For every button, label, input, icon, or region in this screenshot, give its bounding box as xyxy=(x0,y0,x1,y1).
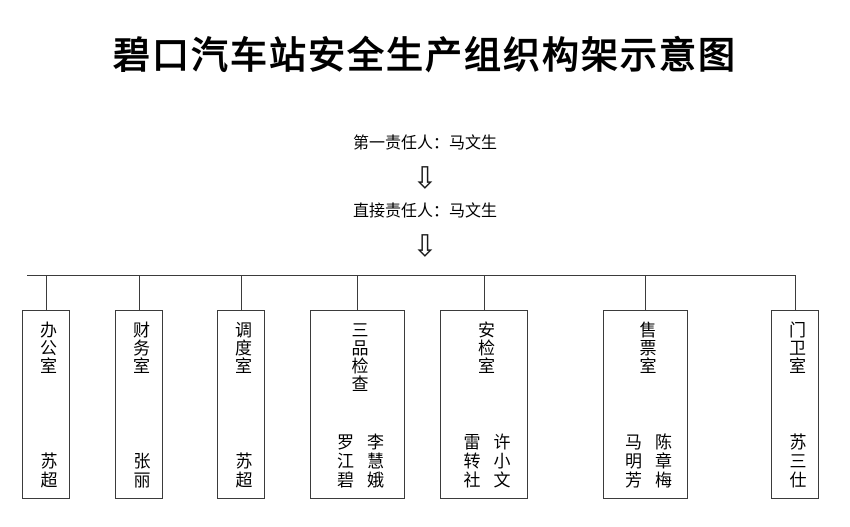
staff-name: 李慧娥 xyxy=(363,433,383,490)
department-box[interactable]: 三品检查罗江碧李慧娥 xyxy=(310,310,405,499)
department-box[interactable]: 门卫室苏三仕 xyxy=(771,310,819,499)
staff-name: 雷转社 xyxy=(459,433,480,490)
department-name-wrapper: 门卫室 xyxy=(772,321,818,375)
connector-drop-line xyxy=(795,275,796,310)
department-box[interactable]: 财务室张丽 xyxy=(115,310,163,499)
staff-name: 许小文 xyxy=(489,433,510,490)
staff-name-wrapper: 雷转社许小文 xyxy=(441,433,527,490)
department-name: 办公室 xyxy=(36,321,56,375)
staff-name-wrapper: 马明芳陈章梅 xyxy=(604,433,687,490)
department-box[interactable]: 调度室苏超 xyxy=(217,310,265,499)
connector-drop-line xyxy=(484,275,485,310)
staff-name: 苏超 xyxy=(36,452,57,490)
department-name-wrapper: 办公室 xyxy=(23,321,69,375)
primary-responsible-person: 第一责任人：马文生 xyxy=(352,133,497,152)
staff-name: 张丽 xyxy=(129,452,150,490)
connector-drop-line xyxy=(46,275,47,310)
connector-drop-line xyxy=(645,275,646,310)
staff-name: 罗江碧 xyxy=(333,433,353,490)
down-arrow-icon: ⇩ xyxy=(412,161,438,196)
department-name: 财务室 xyxy=(129,321,149,375)
down-arrow-icon: ⇩ xyxy=(412,229,438,264)
department-name-wrapper: 财务室 xyxy=(116,321,162,375)
department-name-wrapper: 售票室 xyxy=(604,321,687,375)
staff-name-wrapper: 张丽 xyxy=(116,452,162,490)
staff-name-wrapper: 苏超 xyxy=(218,452,264,490)
department-name-wrapper: 安检室 xyxy=(441,321,527,375)
direct-responsible-person: 直接责任人：马文生 xyxy=(352,201,497,220)
connector-drop-line xyxy=(357,275,358,310)
connector-drop-line xyxy=(139,275,140,310)
page-title: 碧口汽车站安全生产组织构架示意图 xyxy=(113,34,737,77)
department-name: 调度室 xyxy=(231,321,251,375)
staff-name-wrapper: 苏三仕 xyxy=(772,433,818,490)
department-box[interactable]: 安检室雷转社许小文 xyxy=(440,310,528,499)
department-name-wrapper: 三品检查 xyxy=(311,321,404,393)
staff-name-wrapper: 罗江碧李慧娥 xyxy=(311,433,404,490)
staff-name: 马明芳 xyxy=(621,433,641,490)
department-name: 门卫室 xyxy=(785,321,805,375)
staff-name-wrapper: 苏超 xyxy=(23,452,69,490)
department-box[interactable]: 办公室苏超 xyxy=(22,310,70,499)
staff-name: 苏三仕 xyxy=(785,433,806,490)
department-name: 三品检查 xyxy=(347,321,368,393)
department-name: 安检室 xyxy=(474,321,494,375)
department-name: 售票室 xyxy=(635,321,656,375)
department-name-wrapper: 调度室 xyxy=(218,321,264,375)
staff-name: 陈章梅 xyxy=(651,433,671,490)
staff-name: 苏超 xyxy=(231,452,252,490)
department-box[interactable]: 售票室马明芳陈章梅 xyxy=(603,310,688,499)
connector-drop-line xyxy=(241,275,242,310)
connector-bus xyxy=(27,275,795,276)
